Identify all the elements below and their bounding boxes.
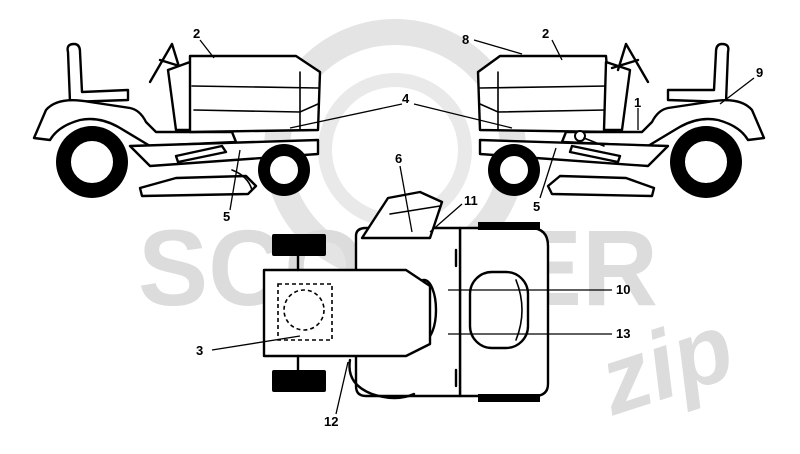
right-seat <box>666 42 730 104</box>
top-front-panel <box>277 283 333 341</box>
callout-right-8: 8 <box>462 32 469 47</box>
right-leader-9 <box>719 77 755 105</box>
left-leader-4 <box>289 103 403 129</box>
right-front-hub <box>498 154 530 186</box>
right-leader-5 <box>539 147 557 199</box>
right-hood-line1 <box>479 85 609 89</box>
callout-top-11: 11 <box>464 193 478 208</box>
right-hood <box>476 54 614 134</box>
right-fender <box>560 99 766 148</box>
right-pedal <box>568 144 622 164</box>
callout-right-5: 5 <box>533 199 540 214</box>
tractor-side-left: 2 4 5 <box>32 26 410 224</box>
left-seat <box>66 42 130 104</box>
top-front-tire-top <box>272 234 326 256</box>
left-deck <box>138 174 258 198</box>
left-front-hub <box>268 154 300 186</box>
callout-top-13: 13 <box>616 326 630 341</box>
top-leader-3 <box>211 335 301 351</box>
callout-top-6: 6 <box>395 151 402 166</box>
top-hood-line <box>389 205 441 215</box>
right-rear-hub <box>683 139 729 185</box>
right-lever-knob <box>574 130 586 142</box>
callout-right-9: 9 <box>756 65 763 80</box>
left-hood-line1 <box>191 85 319 89</box>
right-deck <box>546 174 656 198</box>
right-steering <box>610 42 650 84</box>
top-deck-edge <box>348 358 416 400</box>
top-front-body <box>262 268 432 358</box>
left-leader-5 <box>229 149 241 211</box>
callout-left-2: 2 <box>193 26 200 41</box>
left-deck-chute <box>231 169 253 191</box>
top-seat <box>468 270 530 350</box>
callout-top-10: 10 <box>616 282 630 297</box>
callout-4: 4 <box>402 91 410 106</box>
right-leader-2 <box>551 39 563 61</box>
left-leader-2 <box>199 39 215 59</box>
callout-top-3: 3 <box>196 343 203 358</box>
top-leader-6 <box>399 165 413 233</box>
top-rear-tire-bottom <box>478 394 540 402</box>
top-hood-raised <box>360 190 444 240</box>
top-front-panel-circle <box>283 289 325 331</box>
callout-right-1: 1 <box>634 95 641 110</box>
left-rear-hub <box>69 139 115 185</box>
callout-left-5: 5 <box>223 209 230 224</box>
right-leader-8 <box>473 39 523 55</box>
top-rear-tire-top <box>478 222 540 230</box>
tractor-top-view: 6 11 10 13 3 12 <box>196 151 630 429</box>
right-lever <box>583 137 605 147</box>
top-leader-11 <box>429 203 463 233</box>
right-leader-4 <box>413 103 513 129</box>
right-console <box>602 60 632 132</box>
top-leader-12 <box>335 361 349 415</box>
left-hood <box>188 54 322 134</box>
left-pedal <box>174 144 228 164</box>
top-seat-inner <box>515 279 523 341</box>
callout-right-2: 2 <box>542 26 549 41</box>
tractor-side-right: 8 2 9 1 5 <box>413 26 766 214</box>
callout-top-12: 12 <box>324 414 338 429</box>
top-front-tire-bottom <box>272 370 326 392</box>
